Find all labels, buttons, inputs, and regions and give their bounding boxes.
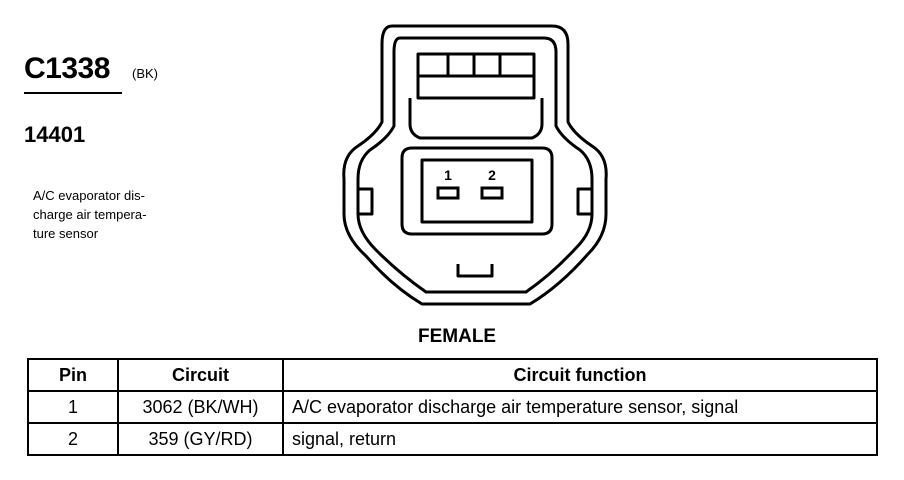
pinout-table: Pin Circuit Circuit function 1 3062 (BK/…: [27, 358, 878, 456]
function-cell: A/C evaporator discharge air temperature…: [282, 390, 878, 424]
pin-label-2: 2: [488, 167, 496, 183]
side-rib-right: [576, 187, 592, 216]
circuit-cell: 359 (GY/RD): [117, 422, 284, 456]
view-label: FEMALE: [418, 326, 497, 347]
terminal-housing: [400, 146, 554, 236]
connector-inner-shell: [356, 36, 594, 294]
table-header-row: Pin Circuit Circuit function: [27, 358, 878, 392]
title-underline: [24, 92, 122, 94]
component-description: A/C evaporator dis- charge air tempera- …: [33, 186, 183, 243]
connector-face-diagram: 1 2: [342, 24, 608, 306]
description-line: A/C evaporator dis-: [33, 188, 145, 203]
terminal-slot-1: [436, 186, 460, 200]
connector-outer-shell: [342, 24, 608, 306]
polarization-key: [456, 264, 494, 278]
pin-label-1: 1: [444, 167, 452, 183]
table-row: 2 359 (GY/RD) signal, return: [27, 422, 878, 456]
header-circuit: Circuit: [117, 358, 284, 392]
side-rib-left: [358, 187, 374, 216]
pin-cell: 1: [27, 390, 119, 424]
terminal-slot-2: [480, 186, 504, 200]
description-line: charge air tempera-: [33, 207, 147, 222]
table-row: 1 3062 (BK/WH) A/C evaporator discharge …: [27, 390, 878, 424]
connector-id: C1338: [24, 52, 110, 85]
pin-cell: 2: [27, 422, 119, 456]
connector-color: (BK): [132, 66, 158, 81]
header-pin: Pin: [27, 358, 119, 392]
circuit-cell: 3062 (BK/WH): [117, 390, 284, 424]
header-circuit-function: Circuit function: [282, 358, 878, 392]
function-cell: signal, return: [282, 422, 878, 456]
locking-latch: [416, 52, 536, 100]
description-line: ture sensor: [33, 226, 99, 241]
part-number: 14401: [24, 122, 86, 147]
